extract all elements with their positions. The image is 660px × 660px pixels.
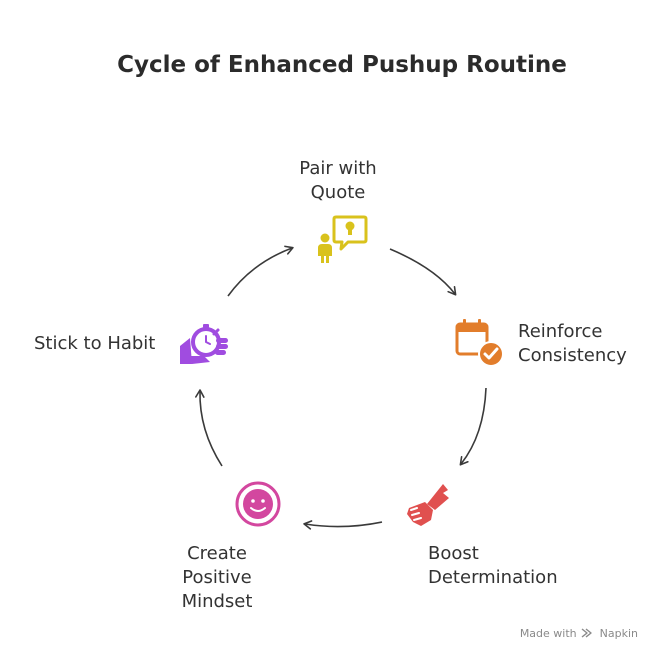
step-label-line: Consistency bbox=[518, 345, 627, 366]
arrow-pair-to-reinforce bbox=[389, 248, 457, 296]
step-label-line: Reinforce bbox=[518, 321, 603, 342]
step-label-line: Mindset bbox=[181, 591, 253, 612]
step-label-line: Boost bbox=[428, 543, 479, 564]
step-label-line: Positive bbox=[182, 567, 252, 588]
arrow-stick-to-pair bbox=[227, 245, 294, 297]
napkin-brand-text: Napkin bbox=[599, 627, 638, 640]
step-label-line: Quote bbox=[310, 182, 366, 203]
step-label-line: Create bbox=[187, 543, 247, 564]
diagram-title: Cycle of Enhanced Pushup Routine bbox=[117, 52, 567, 78]
step-label-pair-with-quote: Pair with Quote bbox=[299, 157, 376, 205]
step-label-stick-to-habit: Stick to Habit bbox=[34, 332, 155, 356]
step-label-create-positive-mindset: Create Positive Mindset bbox=[182, 542, 253, 614]
made-with-napkin-badge[interactable]: Made with Napkin bbox=[520, 627, 638, 640]
calendar-check-icon bbox=[455, 319, 504, 367]
step-label-line: Stick to Habit bbox=[34, 333, 156, 354]
arrow-reinforce-to-boost bbox=[459, 387, 487, 466]
step-label-line: Pair with bbox=[299, 158, 377, 179]
made-with-text: Made with bbox=[519, 627, 577, 640]
napkin-logo-icon bbox=[581, 628, 592, 638]
step-label-boost-determination: Boost Determination bbox=[428, 542, 558, 590]
hand-stopwatch-icon bbox=[180, 324, 228, 364]
arrow-boost-to-create bbox=[303, 520, 383, 530]
smiley-face-icon bbox=[235, 481, 281, 527]
step-label-reinforce-consistency: Reinforce Consistency bbox=[518, 320, 627, 368]
person-speech-lightbulb-icon bbox=[318, 215, 368, 263]
arrow-create-to-stick bbox=[195, 389, 223, 467]
step-label-line: Determination bbox=[428, 567, 558, 588]
fist-flag-icon bbox=[407, 484, 449, 526]
